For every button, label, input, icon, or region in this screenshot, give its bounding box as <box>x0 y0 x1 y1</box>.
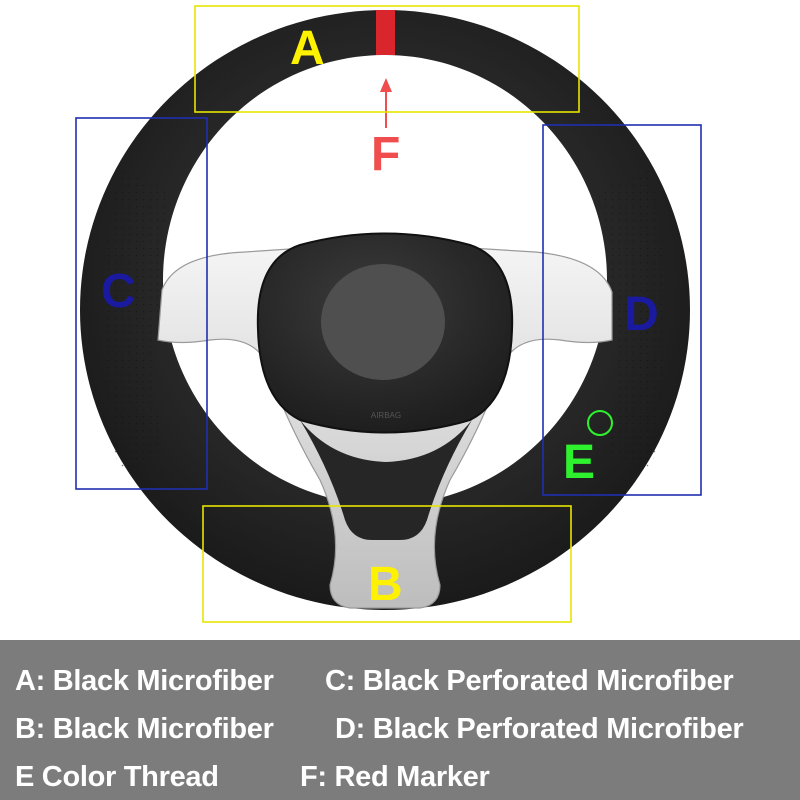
zone-d-box <box>542 124 702 496</box>
perforated-texture-right <box>600 170 667 470</box>
zone-c-letter: C <box>101 265 136 318</box>
zone-a-letter: A <box>290 22 325 75</box>
legend-e: E Color Thread <box>15 761 219 793</box>
zone-b-letter: B <box>368 558 403 611</box>
perforated-texture-left <box>103 170 170 470</box>
wheel-rim <box>80 10 691 610</box>
legend-panel: A: Black Microfiber C: Black Perforated … <box>0 640 800 800</box>
hub-logo-disc <box>321 264 445 380</box>
f-arrow-head <box>380 78 392 92</box>
legend-b: B: Black Microfiber <box>15 713 274 745</box>
zone-b-box <box>202 505 572 623</box>
legend-f: F: Red Marker <box>300 761 490 793</box>
zone-e-circle <box>587 410 613 436</box>
zone-a-box <box>194 5 580 113</box>
red-marker-strip <box>376 10 395 55</box>
zone-e-letter: E <box>563 436 595 489</box>
zone-f-letter: F <box>371 128 400 181</box>
airbag-label: AIRBAG <box>371 411 401 420</box>
spoke-cutout <box>300 420 472 540</box>
zone-d-letter: D <box>624 288 659 341</box>
legend-c: C: Black Perforated Microfiber <box>325 665 734 697</box>
legend-a: A: Black Microfiber <box>15 665 274 697</box>
zone-c-box <box>75 117 208 490</box>
legend-d: D: Black Perforated Microfiber <box>335 713 744 745</box>
steering-wheel-diagram: AIRBAG A B C D E F <box>75 5 702 623</box>
